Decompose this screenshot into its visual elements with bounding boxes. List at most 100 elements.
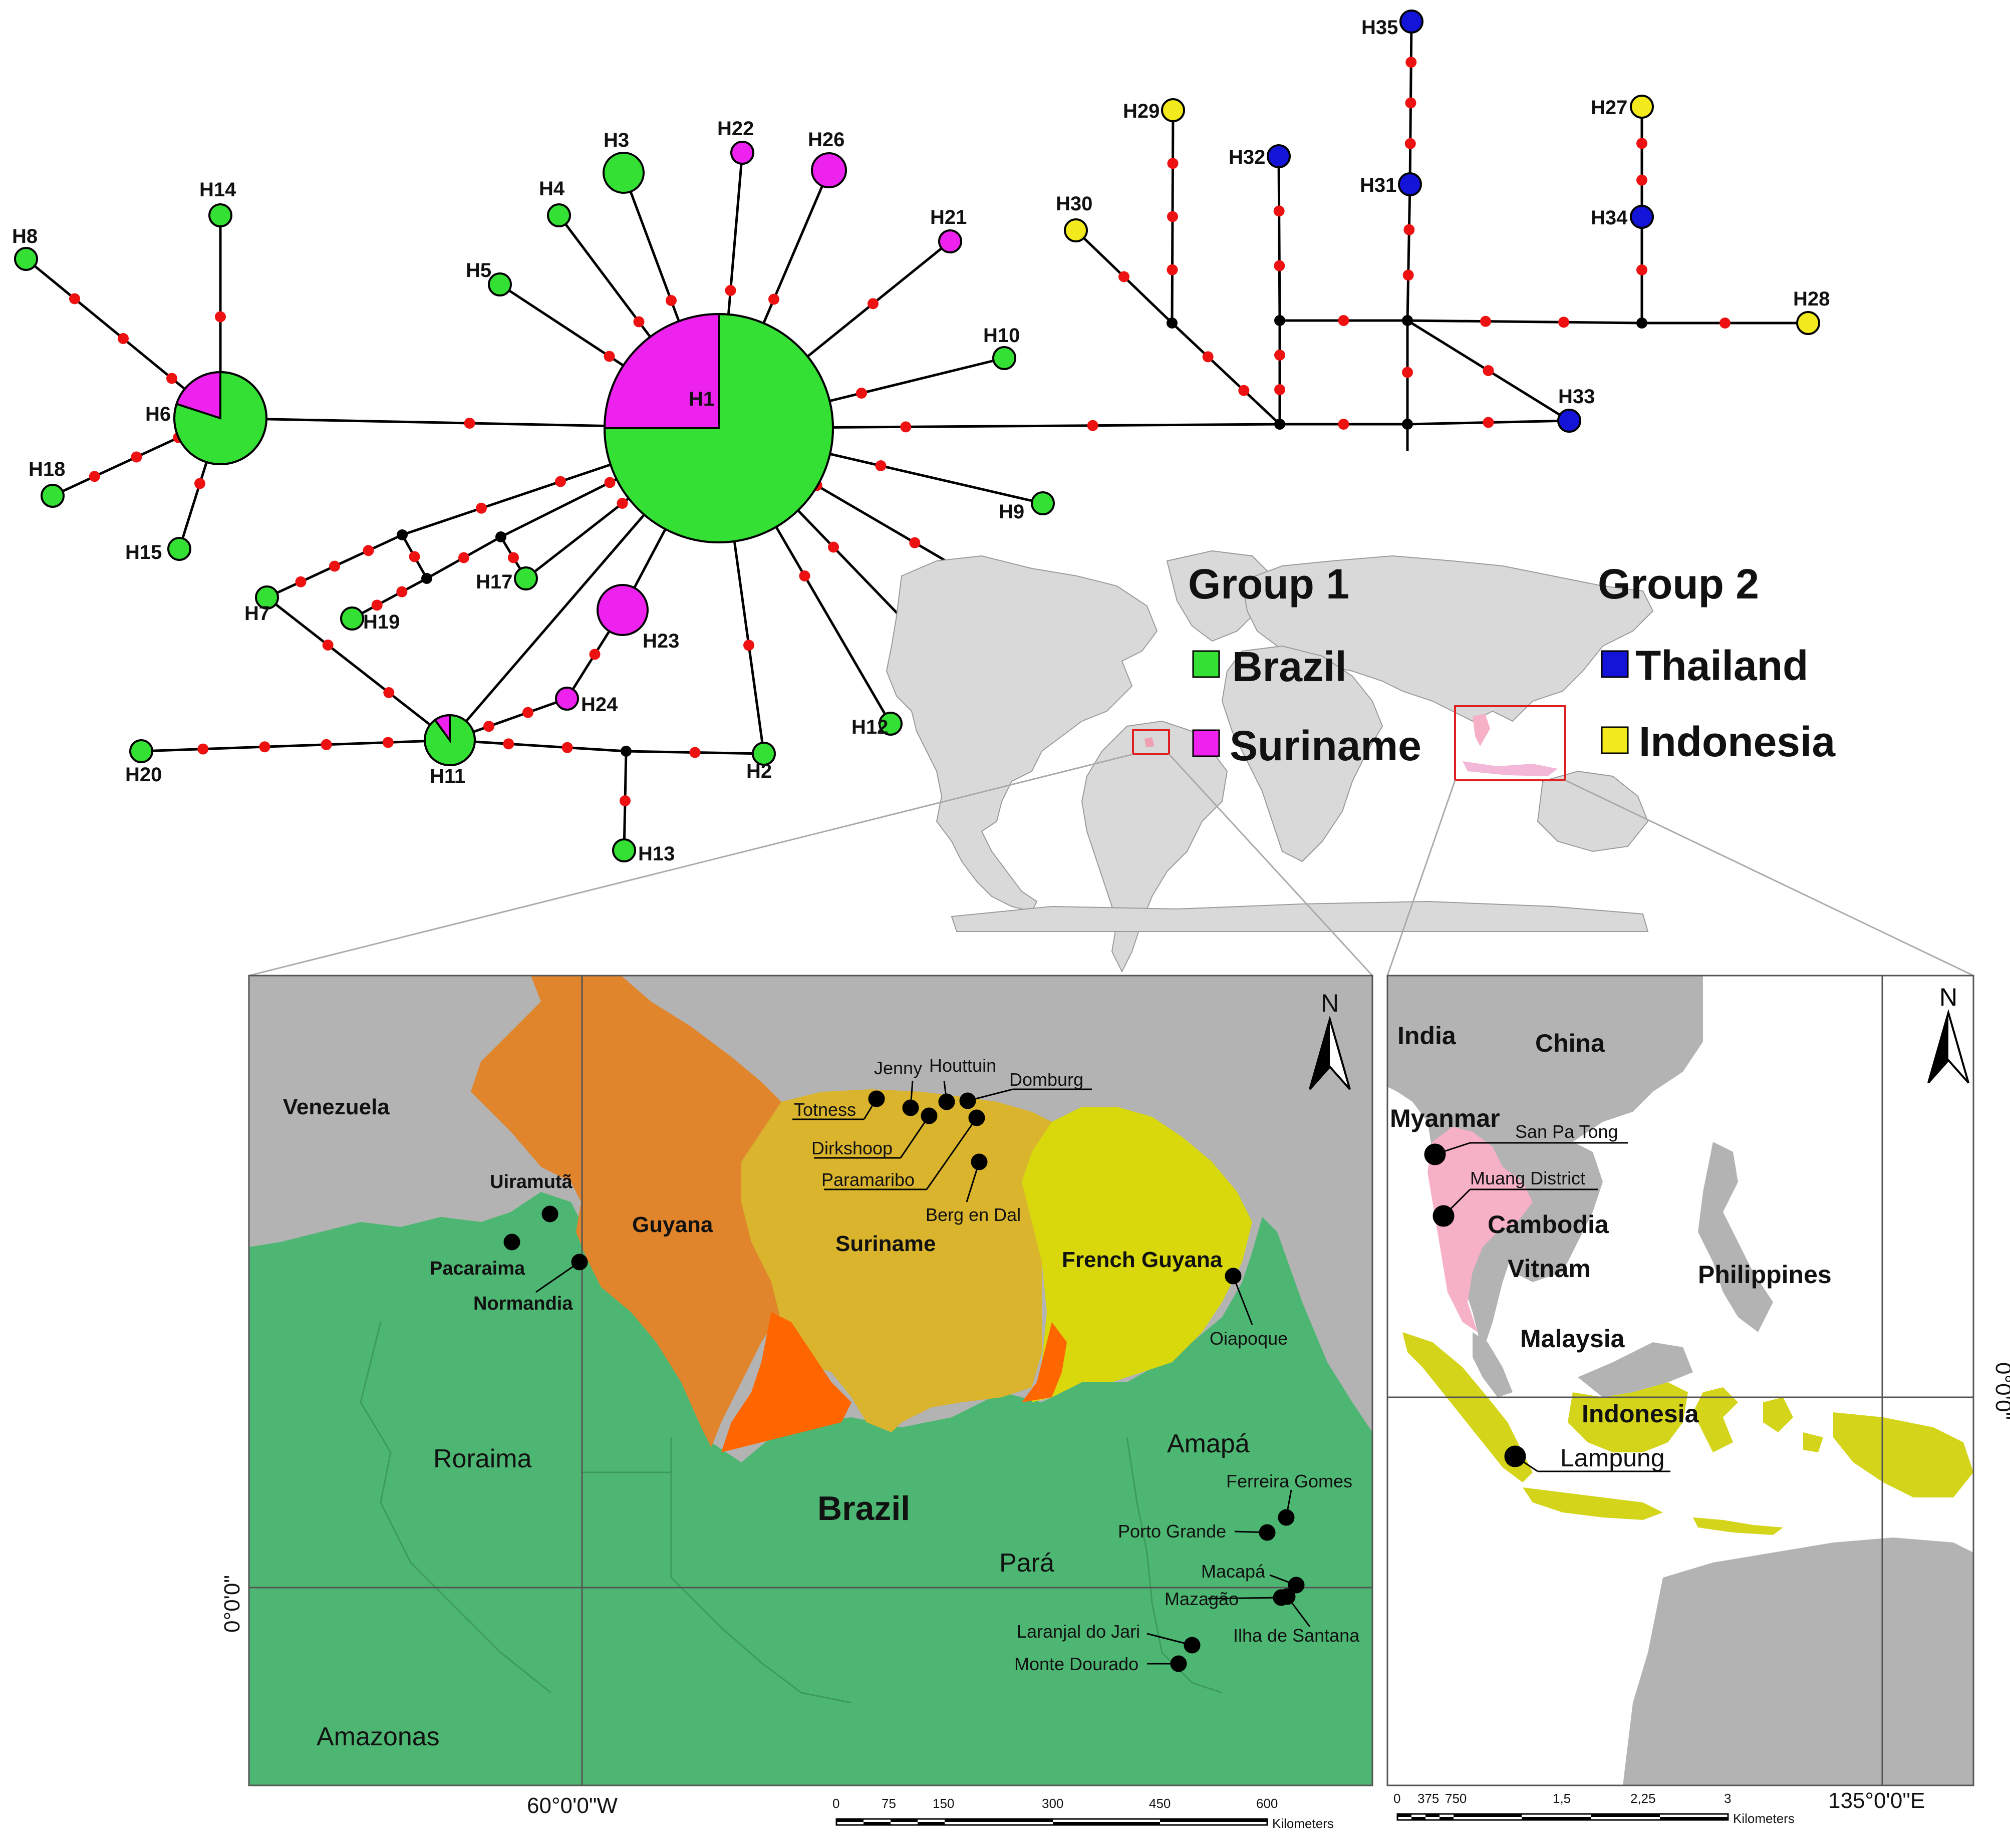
leader-san-pa-tong [1434, 1142, 1471, 1155]
sa-site-domburg: Domburg [1009, 1069, 1083, 1090]
sa-site-laranjal-do-jari: Laranjal do Jari [1017, 1621, 1140, 1642]
network-edge-m5-m7 [1171, 322, 1281, 425]
leader-mazagao [1208, 1597, 1282, 1600]
haplotype-node-H20 [129, 739, 153, 763]
median-vector-dot [495, 531, 506, 542]
network-edge-H7-H11 [266, 596, 451, 741]
asia-site-san-pa-tong: San Pa Tong [1515, 1121, 1618, 1142]
sa-site-berg-en-dal: Berg en Dal [926, 1204, 1021, 1225]
mutation-step-dot [131, 451, 142, 463]
haplotype-label-H30: H30 [1056, 193, 1092, 215]
zoom-line-asia-right [1565, 779, 1974, 977]
mutation-step-dot [329, 560, 340, 572]
sa-map-frame [248, 975, 1373, 1786]
haplotype-node-H1-slice-suriname [603, 313, 720, 429]
asia-label-india: India [1397, 1022, 1457, 1050]
asia-label-cambodia: Cambodia [1488, 1210, 1609, 1239]
haplotype-node-H23 [597, 584, 649, 636]
mutation-step-dot [194, 478, 205, 489]
asia-scale-tick-2: 750 [1445, 1791, 1467, 1806]
mutation-step-dot [1167, 264, 1178, 275]
sa-site-dirkshoop: Dirkshoop [811, 1138, 893, 1158]
mutation-step-dot [363, 545, 374, 556]
haplotype-node-H26 [811, 152, 847, 188]
haplotype-node-H14 [208, 203, 232, 227]
haplotype-label-H20: H20 [125, 764, 162, 786]
sa-site-ferreira-gomes: Ferreira Gomes [1226, 1471, 1352, 1491]
mutation-step-dot [900, 421, 912, 433]
sa-site-mazagao: Mazagão [1165, 1589, 1239, 1609]
sa-scale-unit: Kilometers [1272, 1816, 1334, 1831]
asia-site-muang-district: Muang District [1470, 1168, 1585, 1188]
mutation-step-dot [617, 498, 628, 509]
sa-brazil-area [249, 1192, 1372, 1785]
leader-domburg [967, 1088, 1013, 1102]
mutation-step-dot [476, 502, 487, 514]
mutation-step-dot [383, 687, 395, 698]
mutation-step-dot [1719, 318, 1731, 329]
asia-label-indonesia: Indonesia [1582, 1400, 1699, 1428]
legend-indonesia-swatch [1601, 726, 1629, 754]
haplotype-label-H17: H17 [476, 571, 512, 593]
haplotype-label-H23: H23 [643, 630, 679, 652]
mutation-step-dot [868, 298, 879, 310]
asia-label-philippines: Philippines [1698, 1261, 1832, 1289]
mutation-step-dot [1338, 315, 1349, 326]
sa-site-oiapoque: Oiapoque [1210, 1328, 1288, 1349]
mutation-step-dot [1402, 269, 1414, 281]
mutation-step-dot [522, 707, 533, 718]
asia-philippines [1698, 1142, 1773, 1332]
sa-disputed-area-west [721, 1312, 851, 1452]
haplotype-label-H18: H18 [29, 458, 65, 480]
leader-jenny [910, 1080, 914, 1108]
haplotype-label-H27: H27 [1591, 97, 1627, 119]
network-edge-m8-H31 [1406, 184, 1411, 321]
leader-muang-district [1443, 1188, 1471, 1217]
mutation-step-dot [828, 541, 839, 553]
haplotype-node-H27 [1630, 95, 1654, 119]
asia-malay-peninsula [1473, 1332, 1513, 1397]
sa-site-paramaribo: Paramaribo [821, 1169, 915, 1190]
asia-indonesia-moluccas [1693, 1397, 1823, 1535]
sa-north-label: N [1321, 989, 1339, 1017]
haplotype-node-H31 [1398, 172, 1422, 196]
mutation-step-dot [1558, 317, 1569, 328]
mutation-step-dot [321, 739, 332, 750]
leader-laranjal-do-jari [1146, 1633, 1193, 1646]
world-africa [1221, 645, 1383, 862]
haplotype-node-H4 [547, 203, 571, 227]
asia-scale-tick-0: 0 [1393, 1791, 1400, 1806]
haplotype-label-H29: H29 [1123, 100, 1160, 122]
sa-site-monte-dourado: Monte Dourado [1014, 1654, 1138, 1674]
mutation-step-dot [555, 476, 566, 487]
mutation-step-dot [743, 640, 754, 651]
median-vector-dot [421, 573, 432, 584]
sa-site-jenny: Jenny [874, 1058, 922, 1078]
haplotype-label-H7: H7 [244, 602, 270, 625]
asia-scale-tick-5: 3 [1724, 1791, 1731, 1806]
asia-scale-tick-4: 2,25 [1630, 1791, 1656, 1806]
mutation-step-dot [1402, 367, 1413, 378]
legend-brazil-label: Brazil [1232, 643, 1347, 690]
leader-berg-en-dal [966, 1161, 980, 1202]
mutation-step-dot [1636, 174, 1647, 186]
haplotype-label-H19: H19 [363, 611, 400, 633]
haplotype-label-H4: H4 [539, 178, 565, 200]
mutation-step-dot [1167, 158, 1179, 169]
haplotype-node-H9 [1031, 491, 1055, 515]
sa-scale-tick-3: 300 [1042, 1796, 1063, 1811]
mutation-step-dot [875, 460, 887, 471]
mutation-step-dot [604, 477, 616, 488]
haplotype-label-H21: H21 [930, 206, 967, 228]
sa-site-macapa: Macapá [1201, 1561, 1266, 1582]
asia-label-myanmar: Myanmar [1390, 1104, 1500, 1132]
asia-scale-bar: 0 375 750 1,5 2,25 3 Kilometers [1393, 1791, 1795, 1826]
mutation-step-dot [1274, 260, 1285, 271]
haplotype-label-H35: H35 [1361, 17, 1398, 39]
median-vector-dot [1274, 419, 1285, 430]
leader-houttuin [943, 1080, 948, 1102]
world-highlight-indonesia [1463, 761, 1558, 776]
haplotype-node-H10 [992, 346, 1016, 370]
mutation-step-dot [856, 388, 867, 399]
